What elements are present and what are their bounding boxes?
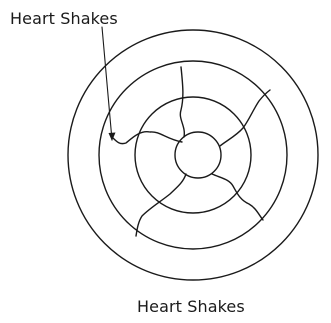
heart-shake-crack-upper-left [113,132,182,144]
middle-growth-ring [135,97,251,213]
label-pointer-line [102,27,112,140]
figure-caption: Heart Shakes [137,299,245,315]
pointer-label: Heart Shakes [10,11,118,27]
heart-shake-crack-upper [180,67,184,137]
heart-shake-crack-right [220,90,270,146]
pith-ring [175,132,221,178]
heart-shake-crack-lower [136,174,186,236]
outer-growth-ring [99,61,287,249]
heart-shake-crack-lower-right [212,174,263,220]
